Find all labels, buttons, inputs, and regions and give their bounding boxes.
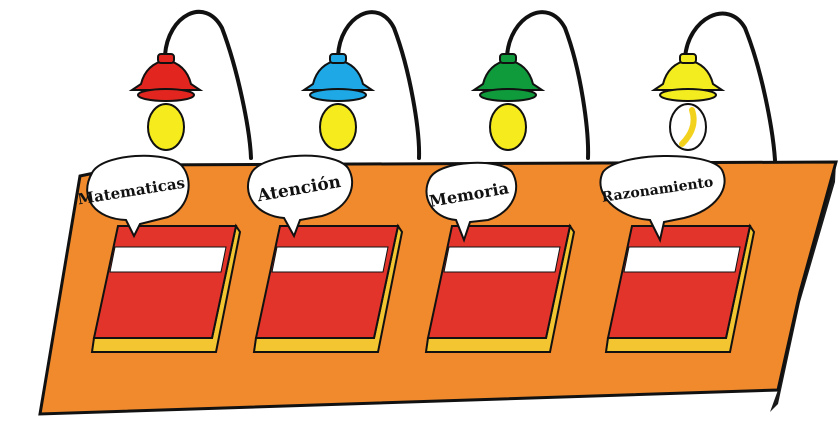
- bulb-icon: [148, 104, 184, 150]
- bulb-icon: [490, 104, 526, 150]
- lamp-rim: [660, 89, 716, 101]
- lamp-shade-icon: [654, 60, 722, 90]
- book-label-band: [444, 247, 560, 272]
- book-label-band: [624, 247, 740, 272]
- book-2: [254, 226, 402, 352]
- lamp-shade-icon: [474, 60, 542, 90]
- book-cover: [256, 226, 398, 338]
- lamp-cap: [680, 54, 696, 63]
- book-3: [426, 226, 574, 352]
- book-cover: [428, 226, 570, 338]
- book-cover: [94, 226, 236, 338]
- book-label-band: [110, 247, 226, 272]
- lamp-cap: [330, 54, 346, 63]
- lamp-rim: [310, 89, 366, 101]
- lamp-shade-icon: [132, 60, 200, 90]
- lamps: [132, 54, 722, 150]
- book-label-band: [272, 247, 388, 272]
- lamp-cap: [500, 54, 516, 63]
- lamp-4: [654, 54, 722, 150]
- book-1: [92, 226, 240, 352]
- book-cover: [608, 226, 750, 338]
- lamp-rim: [138, 89, 194, 101]
- lamp-2: [304, 54, 372, 150]
- lamp-rim: [480, 89, 536, 101]
- lamp-1: [132, 54, 200, 150]
- bulb-icon: [320, 104, 356, 150]
- lamp-cap: [158, 54, 174, 63]
- lamp-shade-icon: [304, 60, 372, 90]
- lamp-3: [474, 54, 542, 150]
- bulb-filament-icon: [670, 104, 706, 150]
- book-4: [606, 226, 754, 352]
